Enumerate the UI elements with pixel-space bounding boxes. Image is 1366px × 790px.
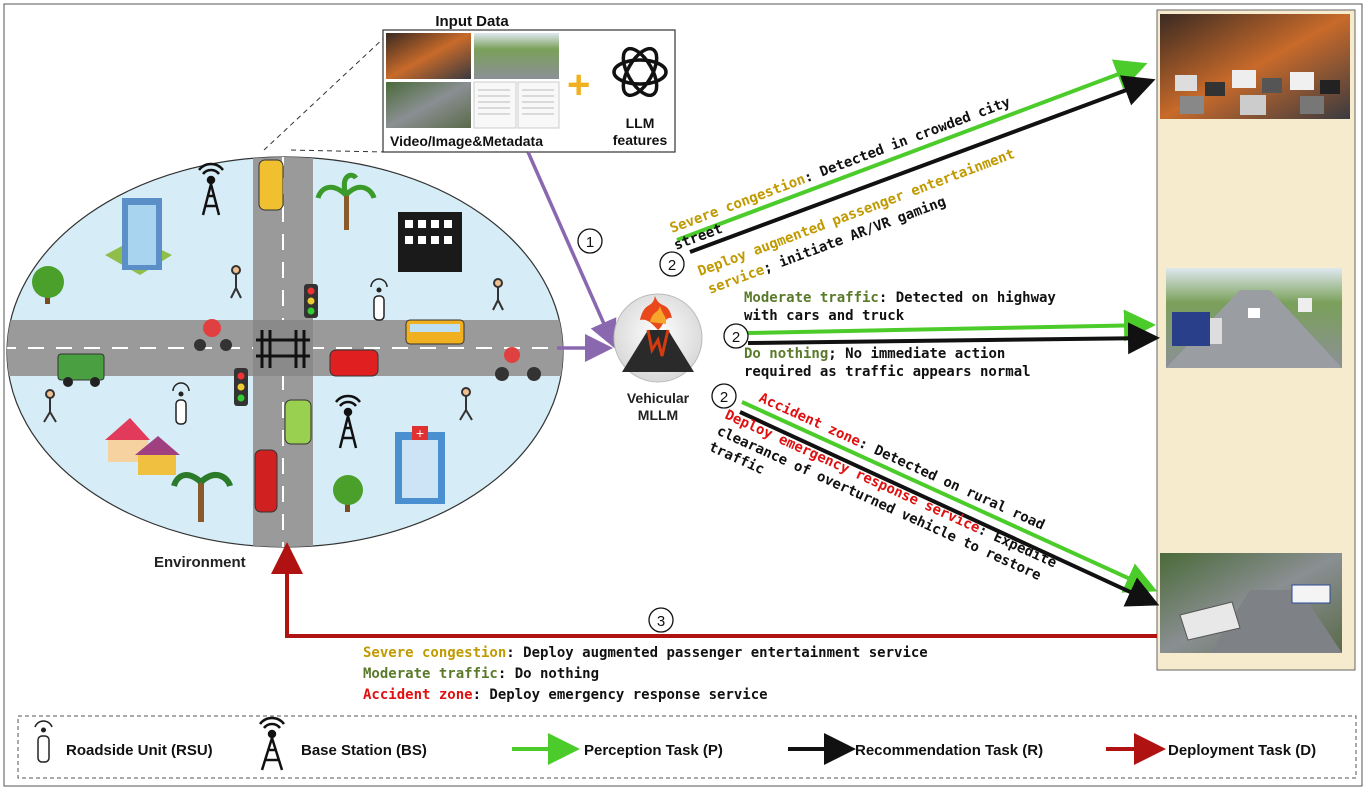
vehicular-mllm-icon [613,293,703,383]
svg-text:+: + [415,427,424,440]
step-marker-1 [577,228,603,254]
outer-frame [3,3,1363,787]
model-label-line1: Vehicular [627,390,690,406]
roadside-unit-icon [172,382,190,425]
roadside-unit-icon [370,278,388,321]
highway-photo [1166,268,1342,368]
legend-box [17,715,1357,779]
step-number-2a: 2 [668,257,676,274]
tree-icon [32,266,64,304]
input-thumbnails [386,33,560,129]
recommendation-arrow-moderate [747,322,1160,355]
step-marker-2c [711,383,737,409]
legend-base-station-icon [259,716,285,771]
zoom-line-left [263,35,387,151]
car-icon [258,159,284,211]
legend-bs-label: Base Station (BS) [301,742,427,759]
base-station-icon [335,394,361,449]
legend-rsu-label: Roadside Unit (RSU) [66,742,213,759]
llm-logo-icon [612,46,668,98]
hospital-icon: + [395,426,445,504]
deployment-text-1: : Deploy augmented passenger entertainme… [506,645,927,661]
palm-tree-icon [315,172,377,230]
tree-icon [333,475,363,512]
scooter-icon [194,319,232,351]
pedestrian-icon [230,265,242,299]
legend-recommendation-label: Recommendation Task (R) [855,742,1043,759]
deployment-text-2: : Do nothing [498,666,599,682]
moderate-perception-text-2: with cars and truck [744,308,905,324]
step-number-2b: 2 [732,329,740,346]
moderate-recommend-label: Do nothing; No immediate action [744,346,1005,362]
electric-car-icon [284,399,312,445]
traffic-light-icon [234,368,248,406]
moderate-perception-text: : Detected on highway [879,290,1057,306]
step-number-1: 1 [586,234,594,251]
model-label-line2: MLLM [638,407,678,423]
bus-icon [405,319,465,345]
perception-arrow-congestion [676,59,1148,242]
moderate-perception-label: Moderate traffic: Detected on highway [744,290,1056,306]
car-icon [254,449,278,513]
car-icon [329,349,379,377]
deployment-line-3: Accident zone: Deploy emergency response… [363,687,768,703]
media-label: Video/Image&Metadata [390,133,543,149]
svg-text:Deploy emergency response serv: Deploy emergency response service: Exped… [722,407,1059,571]
legend-perception-label: Perception Task (P) [584,742,723,759]
motorcycle-icon [495,347,541,381]
step-marker-3 [648,607,674,633]
features-label: features [613,132,668,148]
moderate-recommend-text-2: required as traffic appears normal [744,364,1031,380]
plus-icon: + [567,63,590,107]
input-data-title: Input Data [435,13,509,30]
palm-tree-icon [171,472,233,522]
congestion-perception-key: Severe congestion [668,171,808,236]
legend-rsu-icon [34,720,53,763]
pedestrian-icon [492,278,504,311]
recommendation-arrow-accident [739,410,1160,607]
congested-city-photo [1160,14,1350,119]
tower-building-icon [105,198,172,275]
accident-photo [1160,553,1342,653]
recommendation-arrow-congestion [689,75,1156,254]
moderate-recommend-key: Do nothing [744,346,828,362]
office-building-icon [398,212,462,272]
moderate-recommend-text: ; No immediate action [828,346,1005,362]
pedestrian-icon [43,389,57,423]
legend-deployment-label: Deployment Task (D) [1168,742,1316,759]
input-arrow [526,151,617,349]
deployment-line-2: Moderate traffic: Do nothing [363,666,599,682]
step-number-2c: 2 [720,389,728,406]
houses-icon [105,418,180,475]
zoom-line-right [289,149,387,153]
accident-recommend-label: Deploy emergency response service: Exped… [722,407,1059,571]
step-number-3: 3 [657,613,665,630]
deployment-key-3: Accident zone [363,687,473,703]
moderate-perception-key: Moderate traffic [744,290,879,306]
pedestrian-icon [459,387,473,421]
environment-scene: + [6,156,564,548]
step-marker-2a [659,251,685,277]
perception-arrow-moderate [747,309,1156,342]
deployment-key-1: Severe congestion [363,645,506,661]
base-station-icon [198,162,224,216]
traffic-light-icon [304,284,318,318]
deployment-text-3: : Deploy emergency response service [473,687,768,703]
perception-arrow-accident [741,400,1158,593]
deployment-key-2: Moderate traffic [363,666,498,682]
deployment-arrow [271,542,1157,638]
llm-label: LLM [626,115,655,131]
truck-icon [57,353,105,387]
deployment-line-1: Severe congestion: Deploy augmented pass… [363,645,928,661]
step-marker-2b [723,323,749,349]
environment-label: Environment [154,554,246,571]
